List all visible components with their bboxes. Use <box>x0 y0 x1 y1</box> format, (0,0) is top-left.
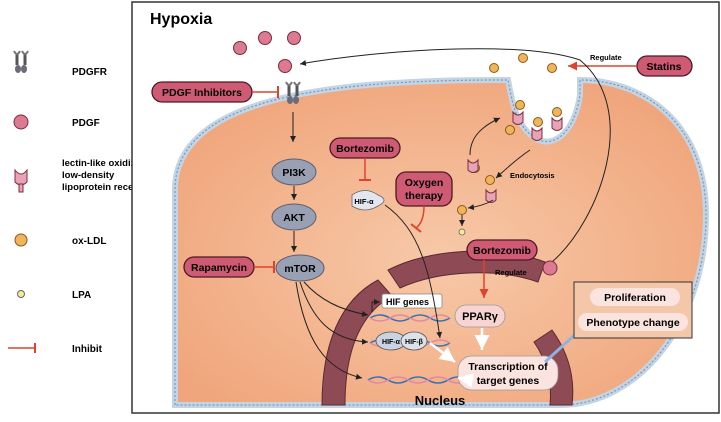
hif-alpha-dna-label: HIF-α <box>382 339 401 346</box>
pdgf-icon <box>13 114 29 130</box>
white-arrows <box>429 328 490 388</box>
hif-complex-dna: HIF-α HIF-β <box>375 331 428 351</box>
legend-label-lox1-line3: lipoprotein receptor <box>62 182 152 193</box>
endocytosis-label: Endocytosis <box>510 171 555 180</box>
pdgf-extracellular <box>233 31 301 73</box>
rapamycin-box: Rapamycin <box>183 256 255 278</box>
hif-beta-dna-shape <box>400 331 428 351</box>
akt-label: AKT <box>283 212 305 224</box>
pdgf-inhibitors-box: PDGF Inhibitors <box>151 81 253 103</box>
statins-box: Statins <box>636 55 693 77</box>
akt-node: AKT <box>271 203 317 231</box>
hif-genes-label: HIF genes <box>386 297 429 307</box>
hif-alpha-cytoplasm: HIF-α <box>351 190 385 211</box>
hif-genes: HIF genes <box>371 293 443 312</box>
legend-item-pdgfr: PDGFR <box>13 50 108 78</box>
inhibit-icon <box>8 343 36 353</box>
pdgf-inhibitors-label: PDGF Inhibitors <box>162 87 242 99</box>
hif-beta-dna-label: HIF-β <box>405 339 424 346</box>
nuclear-envelope-left <box>321 279 393 406</box>
pdgf-intracellular <box>542 260 558 276</box>
legend-label-pdgfr: PDGFR <box>72 67 108 78</box>
transcription-line1: Transcription of <box>468 361 548 373</box>
proliferation-label: Proliferation <box>604 292 666 304</box>
bortezomib-mid-box: Bortezomib <box>466 239 538 261</box>
pdgfr-membrane <box>285 81 301 104</box>
cell-membrane <box>172 76 710 408</box>
regulate-mid-label: Regulate <box>495 268 527 277</box>
legend-label-inhibit: Inhibit <box>72 344 103 355</box>
nucleus-label: Nucleus <box>415 393 466 408</box>
oxygen-therapy-line1: Oxygen <box>405 177 444 189</box>
legend: PDGFR PDGF lectin-like oxidized low-dens… <box>8 50 152 355</box>
transcription-line2: target genes <box>477 375 540 387</box>
hif-alpha-label: HIF-α <box>354 197 374 206</box>
mtor-output-arrows <box>295 281 369 380</box>
statins-label: Statins <box>646 61 681 73</box>
legend-label-pdgf: PDGF <box>72 118 100 129</box>
pi3k-label: PI3K <box>282 167 306 179</box>
rapamycin-label: Rapamycin <box>191 262 247 274</box>
legend-item-inhibit: Inhibit <box>8 343 103 355</box>
phenotype-label: Phenotype change <box>586 317 680 329</box>
legend-item-ox-ldl: ox-LDL <box>14 233 106 247</box>
lox1-receptors <box>467 110 563 203</box>
lpa-particle <box>458 228 466 236</box>
oxygen-therapy-line2: therapy <box>405 190 443 202</box>
ppar-label: PPARγ <box>462 311 499 323</box>
legend-item-lpa: LPA <box>17 290 91 301</box>
endocytosis-arrows <box>459 117 531 226</box>
diagram-title: Hypoxia <box>150 11 212 28</box>
oxygen-therapy-box: Oxygen therapy <box>395 171 453 207</box>
legend-item-lox1: lectin-like oxidized low-density lipopro… <box>14 158 152 193</box>
bortezomib-top-box: Bortezomib <box>329 137 401 159</box>
mtor-label: mTOR <box>284 263 316 275</box>
lpa-icon <box>17 290 25 298</box>
bortezomib-mid-label: Bortezomib <box>473 245 531 257</box>
legend-label-ox-ldl: ox-LDL <box>72 236 106 247</box>
ppar-gamma: PPARγ <box>454 304 506 328</box>
mtor-node: mTOR <box>275 254 325 282</box>
transcription-box: Transcription of target genes <box>457 355 559 391</box>
legend-label-lox1-line1: lectin-like oxidized <box>62 158 147 169</box>
pdgfr-icon <box>13 50 29 73</box>
feedback-arrow <box>299 48 611 263</box>
legend-label-lox1-line2: low-density <box>62 170 115 181</box>
oxygen-inhibit-line <box>415 205 425 229</box>
legend-item-pdgf: PDGF <box>13 114 100 130</box>
bortezomib-top-label: Bortezomib <box>336 143 394 155</box>
outcome-box: Proliferation Phenotype change <box>573 281 693 339</box>
pi3k-node: PI3K <box>271 158 317 186</box>
oxygen-inhibit-bar <box>410 223 422 233</box>
lox1-receptor-icon <box>14 168 28 193</box>
regulate-top-label: Regulate <box>590 53 622 62</box>
legend-label-lpa: LPA <box>72 290 91 301</box>
arrow-hif-to-dna <box>384 204 443 339</box>
ox-ldl-icon <box>14 233 28 247</box>
